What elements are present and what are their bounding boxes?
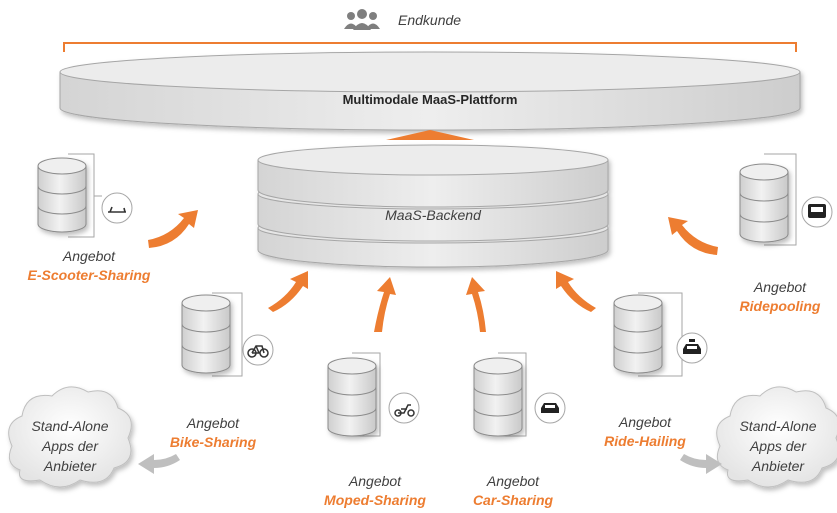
provider-bike: [181, 292, 274, 377]
backend-stack: [257, 144, 609, 268]
provider-label-ridepooling: Angebot Ridepooling: [739, 279, 821, 314]
customer-bracket: [63, 42, 797, 52]
cloud-left: [8, 386, 132, 488]
up-arrow: [386, 130, 474, 140]
provider-label-e-scooter: Angebot E-Scooter-Sharing: [27, 248, 151, 283]
provider-label-ride-hailing: Angebot Ride-Hailing: [604, 414, 686, 449]
provider-arrows: [148, 210, 718, 332]
provider-taxi: [613, 292, 708, 377]
provider-label-bike: Angebot Bike-Sharing: [169, 415, 257, 450]
scooter-icon: [101, 192, 133, 224]
cloud-right: [716, 386, 837, 488]
provider-moped: [327, 352, 420, 437]
cloud-right-text: Stand-Alone Apps der Anbieter: [739, 418, 817, 474]
platform-disk: [59, 51, 801, 131]
provider-ridepooling: [739, 153, 833, 246]
cloud-left-text: Stand-Alone Apps der Anbieter: [31, 418, 109, 474]
platform-title: Multimodale MaaS-Plattform: [342, 92, 518, 107]
provider-label-moped: Angebot Moped-Sharing: [324, 473, 426, 508]
provider-label-car: Angebot Car-Sharing: [472, 473, 554, 508]
gray-arrows: [138, 454, 722, 474]
moped-icon: [388, 392, 420, 424]
customer-label: Endkunde: [398, 12, 462, 28]
provider-car: [473, 352, 566, 437]
users-icon: [344, 9, 380, 30]
backend-title: MaaS-Backend: [385, 207, 481, 223]
provider-e-scooter: [37, 153, 133, 238]
